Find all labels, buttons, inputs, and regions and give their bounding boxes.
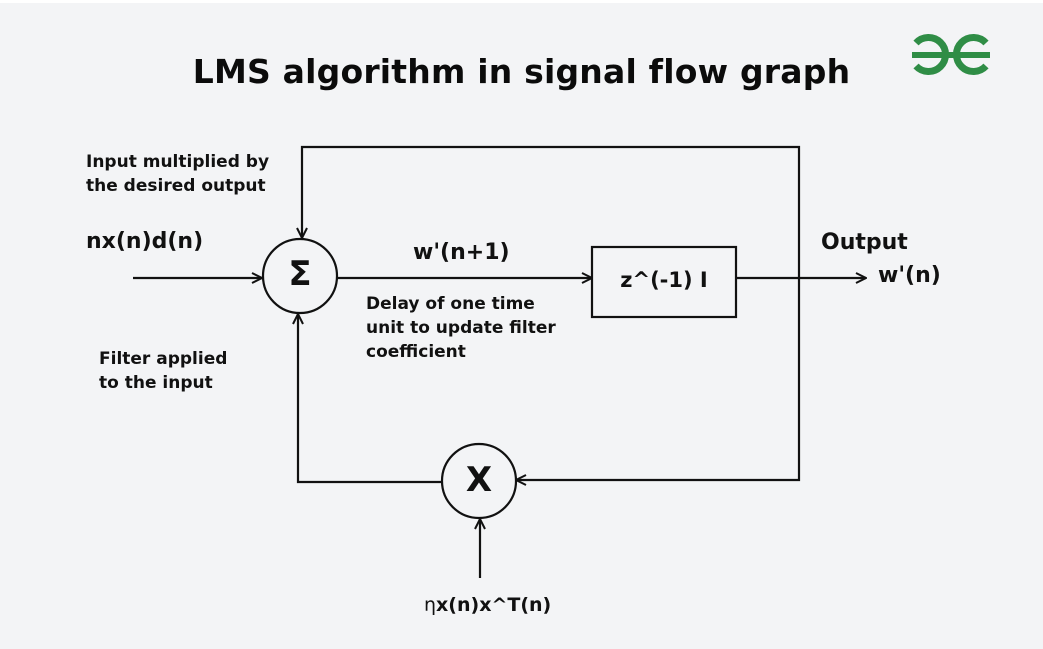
update-signal-label: w'(n+1)	[413, 240, 510, 265]
diagram-canvas	[0, 3, 1043, 649]
delay-block	[590, 245, 738, 319]
filter-path	[298, 314, 442, 484]
bottom-feedback-path	[516, 278, 801, 480]
eta-symbol: η	[424, 594, 437, 616]
output-title: Output	[821, 230, 908, 255]
delay-note: Delay of one time unit to update filter …	[366, 294, 556, 362]
summer-symbol: Σ	[288, 254, 312, 294]
diagram-title: LMS algorithm in signal flow graph	[192, 52, 851, 91]
top-feedback-path	[302, 145, 801, 278]
delay-block-label: z^(-1) I	[620, 268, 708, 292]
gain-signal-label: ηx(n)x^T(n)	[424, 594, 552, 616]
filter-note: Filter applied to the input	[99, 349, 228, 393]
input-note: Input multiplied by the desired output	[86, 152, 270, 196]
input-signal-label: nx(n)d(n)	[86, 229, 204, 254]
output-signal-label: w'(n)	[878, 263, 941, 288]
geeksforgeeks-logo-icon	[908, 33, 994, 81]
multiplier-symbol: X	[465, 460, 493, 500]
